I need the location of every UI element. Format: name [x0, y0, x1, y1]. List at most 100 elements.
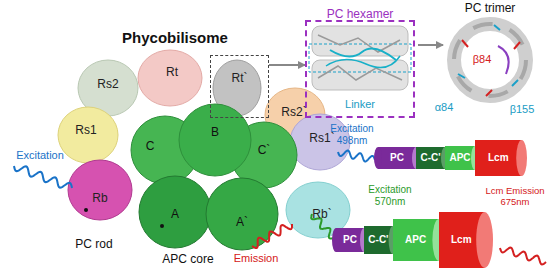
wavelength-label: Excitation 570nm — [362, 184, 418, 208]
subunit-label-holder: Rs2` — [281, 105, 306, 119]
part-label: PC trimer — [465, 1, 516, 15]
trimer-illustration — [454, 24, 526, 96]
core-label: A — [171, 207, 179, 221]
apc-core-blob-part — [206, 178, 278, 250]
linker-label: Linker — [345, 98, 375, 111]
cylinder-label: Lcm — [451, 234, 472, 246]
cylinder-end — [374, 147, 382, 169]
residue-label-holder: α84 — [435, 101, 454, 114]
cylinder-cap — [516, 140, 527, 176]
apc-core-blob — [131, 104, 297, 250]
light-wave — [500, 248, 546, 265]
pc-rod-blobs-part — [138, 50, 202, 106]
cylinder-body — [364, 226, 393, 254]
energy-cylinder: PC — [378, 147, 420, 169]
energy-cylinder: C-C' — [364, 226, 397, 254]
part-label-holder: PC trimer — [465, 1, 516, 15]
light-label: Emission — [234, 252, 279, 265]
core-label-holder: C — [146, 139, 155, 153]
trimer-illustration-part — [514, 42, 520, 49]
cylinder-body — [416, 147, 445, 169]
cylinder-label: PC — [390, 152, 404, 164]
subunit-label: Rs1 — [75, 123, 96, 137]
light-label-holder: Excitation — [16, 149, 64, 162]
diagram-title: Phycobilisome — [122, 29, 228, 47]
trimer-illustration-part — [486, 90, 492, 96]
subunit-label-holder: Rs1 — [75, 123, 96, 137]
hexamer-illustration-part — [312, 60, 408, 90]
cylinder-label: APC — [449, 152, 470, 164]
residue-label-holder: β84 — [473, 53, 492, 66]
apc-core-blob-part — [139, 176, 211, 248]
core-label-holder: B — [211, 125, 219, 139]
wavelength-label-holder: Lcm Emission 675nm — [484, 185, 546, 208]
energy-cylinder: APC — [445, 146, 479, 170]
core-label: C` — [258, 143, 271, 157]
cylinder-end — [332, 228, 340, 252]
part-label: PC rod — [75, 237, 112, 251]
residue-label: α84 — [435, 101, 454, 114]
cylinder-label: PC — [343, 234, 357, 246]
cylinder-body — [336, 228, 364, 252]
part-label-holder: APC core — [162, 252, 213, 266]
box-text-holder: Linker — [307, 94, 413, 112]
hexamer-illustration-part — [330, 48, 396, 60]
wavelength-label-holder: Excitation 498nm — [324, 123, 380, 147]
rb-blob-part — [84, 208, 88, 212]
light-label-holder: Emission — [234, 252, 279, 265]
pc-rod-blobs-part — [58, 107, 118, 163]
energy-cylinder: APC — [393, 219, 445, 261]
subunit-label: Rs2 — [97, 77, 118, 91]
residue-label-holder: β155 — [510, 103, 535, 116]
cylinder-body — [393, 219, 439, 261]
light-wave — [252, 224, 292, 248]
part-label: APC core — [162, 252, 213, 266]
rb-blob-part — [68, 160, 132, 220]
core-label-holder: A — [171, 207, 179, 221]
part-label-holder: PC rod — [75, 237, 112, 251]
core-label: B — [211, 125, 219, 139]
cylinder-label: C-C' — [368, 234, 388, 246]
box-heading-holder: PC hexamer — [307, 4, 413, 22]
residue-label: β155 — [510, 103, 535, 116]
trimer-illustration-part — [454, 24, 526, 96]
cylinder-label: APC — [405, 234, 426, 246]
hexamer-illustration-part — [326, 56, 400, 68]
trimer-illustration-part — [454, 24, 526, 96]
cylinder-label: Lcm — [488, 152, 509, 164]
subunit-label: Rt` — [211, 71, 268, 85]
core-label-holder: C` — [258, 143, 271, 157]
trimer-illustration-part — [512, 80, 518, 86]
rb-blob — [68, 160, 164, 228]
energy-cylinder: Lcm — [439, 212, 493, 268]
subunit-label: Rs2` — [281, 105, 306, 119]
rb-blob-part — [160, 224, 164, 228]
trimer-illustration-part — [494, 25, 500, 30]
cylinder-body — [475, 140, 522, 176]
trimer-illustration-part — [458, 74, 465, 78]
wavelength-label-holder: Excitation 570nm — [362, 184, 418, 208]
core-label: C — [146, 139, 155, 153]
subunit-label-holder: Rt — [166, 65, 178, 79]
subunit-label: Rb` — [312, 207, 331, 221]
box-heading: PC hexamer — [327, 7, 394, 21]
subunit-label-holder: Rb — [92, 191, 107, 205]
trimer-illustration-part — [498, 46, 509, 74]
hexamer-illustration-part — [309, 44, 411, 72]
hexamer-illustration-part — [318, 66, 402, 80]
light-wave — [338, 151, 375, 162]
hexamer-box: PC hexamerLinker — [305, 20, 415, 118]
cylinder-label: C-C' — [420, 152, 440, 164]
cylinder-body — [378, 147, 416, 169]
zoom-box: Rt` — [210, 55, 269, 118]
hexamer-illustration-part — [318, 35, 400, 52]
core-label: A` — [236, 215, 248, 229]
subunit-label-holder: Rs2 — [97, 77, 118, 91]
wavelength-label: Excitation 498nm — [324, 123, 380, 147]
diagram-title-holder: Phycobilisome — [122, 29, 228, 47]
light-label: Excitation — [16, 149, 64, 162]
energy-cylinder: PC — [336, 228, 368, 252]
residue-label: β84 — [473, 53, 492, 66]
energy-cylinder: Lcm — [475, 140, 527, 176]
